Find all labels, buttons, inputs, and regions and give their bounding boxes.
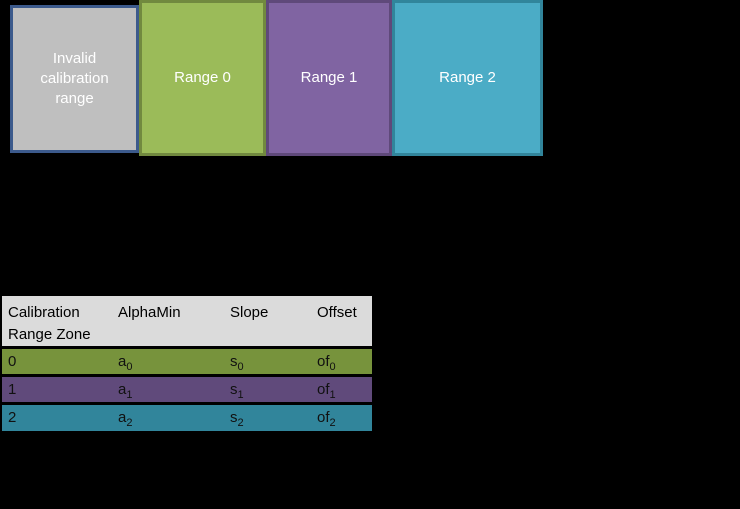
block-range-1: Range 1 (266, 0, 392, 156)
subscript: 2 (126, 417, 133, 430)
block-range-0-label: Range 0 (174, 68, 231, 86)
header-slope: Slope (230, 304, 269, 321)
subscript: 0 (126, 360, 133, 373)
header-calibration-range-zone: Calibration Range Zone (8, 304, 91, 343)
block-invalid-calibration-range: Invalid calibration range (10, 5, 139, 153)
table-row-zone-0: 0 a0 s0 of0 (2, 347, 372, 375)
table-row-zone-2: 2 a2 s2 of2 (2, 403, 372, 431)
table-header-row: Calibration Range Zone AlphaMin Slope Of… (2, 294, 372, 347)
subscript: 0 (237, 360, 244, 373)
header-alphamin: AlphaMin (118, 304, 181, 321)
cell-offset: of2 (317, 409, 336, 430)
header-offset: Offset (317, 304, 357, 321)
calibration-parameters-table: Calibration Range Zone AlphaMin Slope Of… (2, 293, 372, 431)
cell-offset: of0 (317, 352, 336, 373)
cell-slope: s0 (230, 352, 244, 373)
subscript: 1 (126, 388, 133, 401)
cell-slope: s1 (230, 380, 244, 401)
cell-alphamin: a1 (118, 380, 133, 401)
subscript: 2 (329, 417, 336, 430)
calibration-ranges-diagram: Invalid calibration range Range 0 Range … (0, 0, 740, 160)
block-invalid-label: Invalid calibration range (40, 49, 109, 108)
block-range-0: Range 0 (139, 0, 266, 156)
block-range-1-label: Range 1 (300, 68, 358, 86)
cell-alphamin: a0 (118, 352, 133, 373)
block-range-2-label: Range 2 (439, 68, 496, 86)
subscript: 0 (329, 360, 336, 373)
subscript: 1 (329, 388, 336, 401)
cell-offset: of1 (317, 380, 336, 401)
block-range-2: Range 2 (392, 0, 543, 156)
cell-slope: s2 (230, 409, 244, 430)
cell-zone: 0 (8, 352, 17, 370)
subscript: 2 (237, 417, 244, 430)
table-row-zone-1: 1 a1 s1 of1 (2, 375, 372, 403)
cell-zone: 1 (8, 380, 17, 398)
cell-zone: 2 (8, 409, 17, 427)
subscript: 1 (237, 388, 244, 401)
cell-alphamin: a2 (118, 409, 133, 430)
